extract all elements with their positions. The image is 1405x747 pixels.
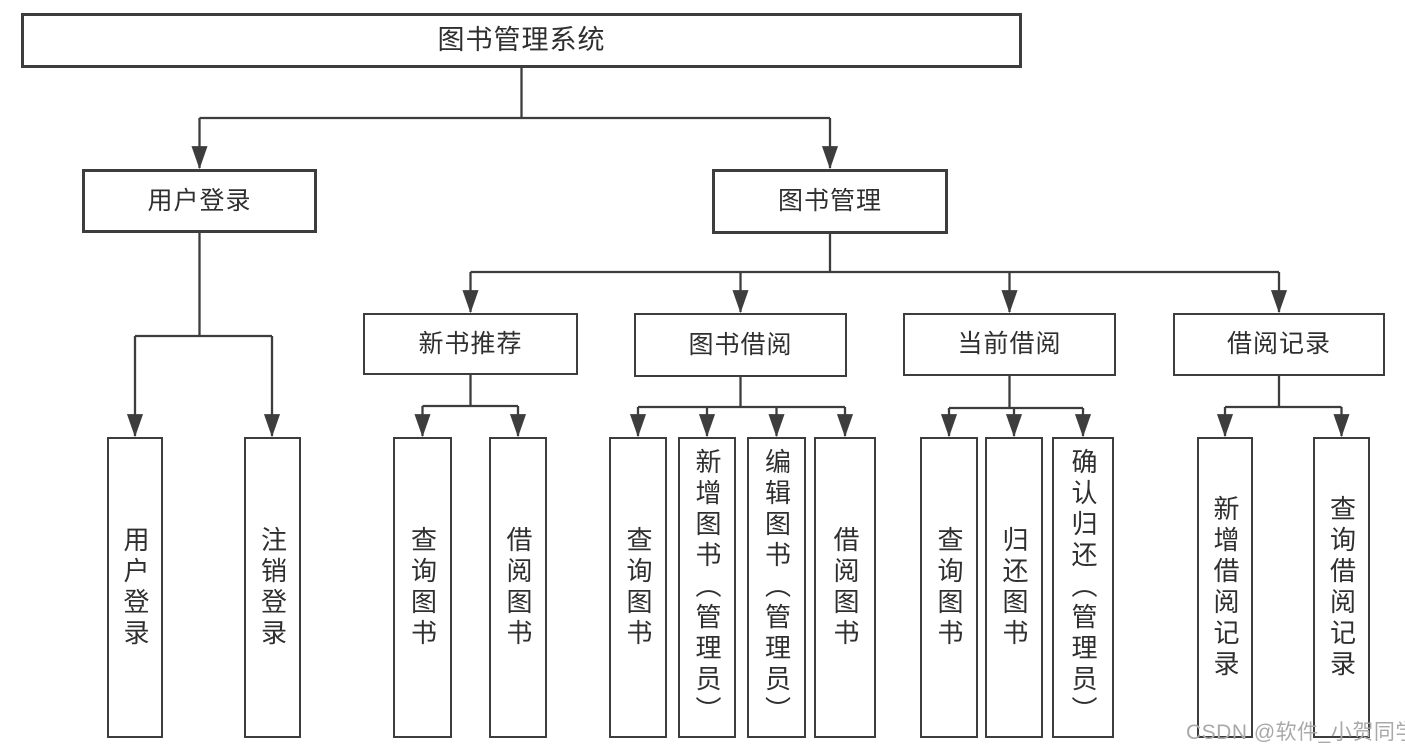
- leaf-newrec-query-books-label: 查询图书: [407, 525, 438, 650]
- leaf-user-login: 用户登录: [107, 437, 163, 738]
- leaf-current-query-books: 查询图书: [920, 437, 978, 738]
- leaf-newrec-borrow-books: 借阅图书: [489, 437, 547, 738]
- leaf-borrow-borrow-books: 借阅图书: [814, 437, 876, 738]
- node-root: 图书管理系统: [21, 13, 1022, 68]
- node-book-borrow-label: 图书借阅: [688, 330, 793, 359]
- leaf-newrec-query-books: 查询图书: [393, 437, 452, 738]
- csdn-watermark: CSDN @软件_小贺同学: [1186, 721, 1405, 744]
- node-book-borrow: 图书借阅: [634, 313, 847, 377]
- leaf-borrow-borrow-books-label: 借阅图书: [830, 525, 860, 650]
- connector-book-management: [462, 234, 1288, 314]
- node-book-management-label: 图书管理: [777, 187, 882, 215]
- leaf-records-add-record: 新增借阅记录: [1197, 437, 1253, 738]
- leaf-borrow-add-books-admin-label: 新增图书（管理员）: [692, 448, 722, 727]
- leaf-records-add-record-label: 新增借阅记录: [1210, 494, 1240, 681]
- node-borrow-records-label: 借阅记录: [1226, 330, 1331, 358]
- connector-current-borrow: [940, 376, 1092, 438]
- node-user-login-label: 用户登录: [147, 186, 252, 215]
- leaf-records-query-record-label: 查询借阅记录: [1326, 494, 1357, 681]
- leaf-current-query-books-label: 查询图书: [934, 525, 964, 650]
- connector-borrow-records: [1216, 376, 1350, 438]
- node-new-book-recommend-label: 新书推荐: [418, 329, 523, 358]
- leaf-current-return-books-label: 归还图书: [999, 525, 1029, 650]
- leaf-borrow-add-books-admin: 新增图书（管理员）: [678, 437, 736, 738]
- node-borrow-records: 借阅记录: [1173, 313, 1385, 376]
- leaf-current-return-books: 归还图书: [985, 437, 1043, 738]
- connector-book-borrow: [629, 377, 854, 438]
- node-user-login: 用户登录: [82, 169, 317, 233]
- leaf-borrow-query-books-label: 查询图书: [623, 525, 653, 650]
- node-current-borrow: 当前借阅: [903, 313, 1116, 376]
- connector-root: [191, 68, 839, 170]
- leaf-user-login-label: 用户登录: [120, 525, 150, 650]
- leaf-newrec-borrow-books-label: 借阅图书: [503, 525, 533, 650]
- leaf-records-query-record: 查询借阅记录: [1313, 437, 1370, 738]
- leaf-current-confirm-return-admin: 确认归还（管理员）: [1052, 437, 1114, 738]
- node-current-borrow-label: 当前借阅: [957, 330, 1062, 358]
- node-root-label: 图书管理系统: [437, 25, 606, 55]
- leaf-borrow-query-books: 查询图书: [609, 437, 667, 738]
- leaf-borrow-edit-books-admin-label: 编辑图书（管理员）: [761, 448, 792, 727]
- node-book-management: 图书管理: [712, 169, 948, 234]
- connector-user-login: [126, 233, 281, 438]
- leaf-logout-label: 注销登录: [257, 525, 288, 650]
- connector-new-book-recommend: [414, 375, 527, 438]
- node-new-book-recommend: 新书推荐: [363, 313, 578, 375]
- leaf-borrow-edit-books-admin: 编辑图书（管理员）: [747, 437, 806, 738]
- leaf-current-confirm-return-admin-label: 确认归还（管理员）: [1068, 448, 1098, 727]
- leaf-logout: 注销登录: [244, 437, 301, 738]
